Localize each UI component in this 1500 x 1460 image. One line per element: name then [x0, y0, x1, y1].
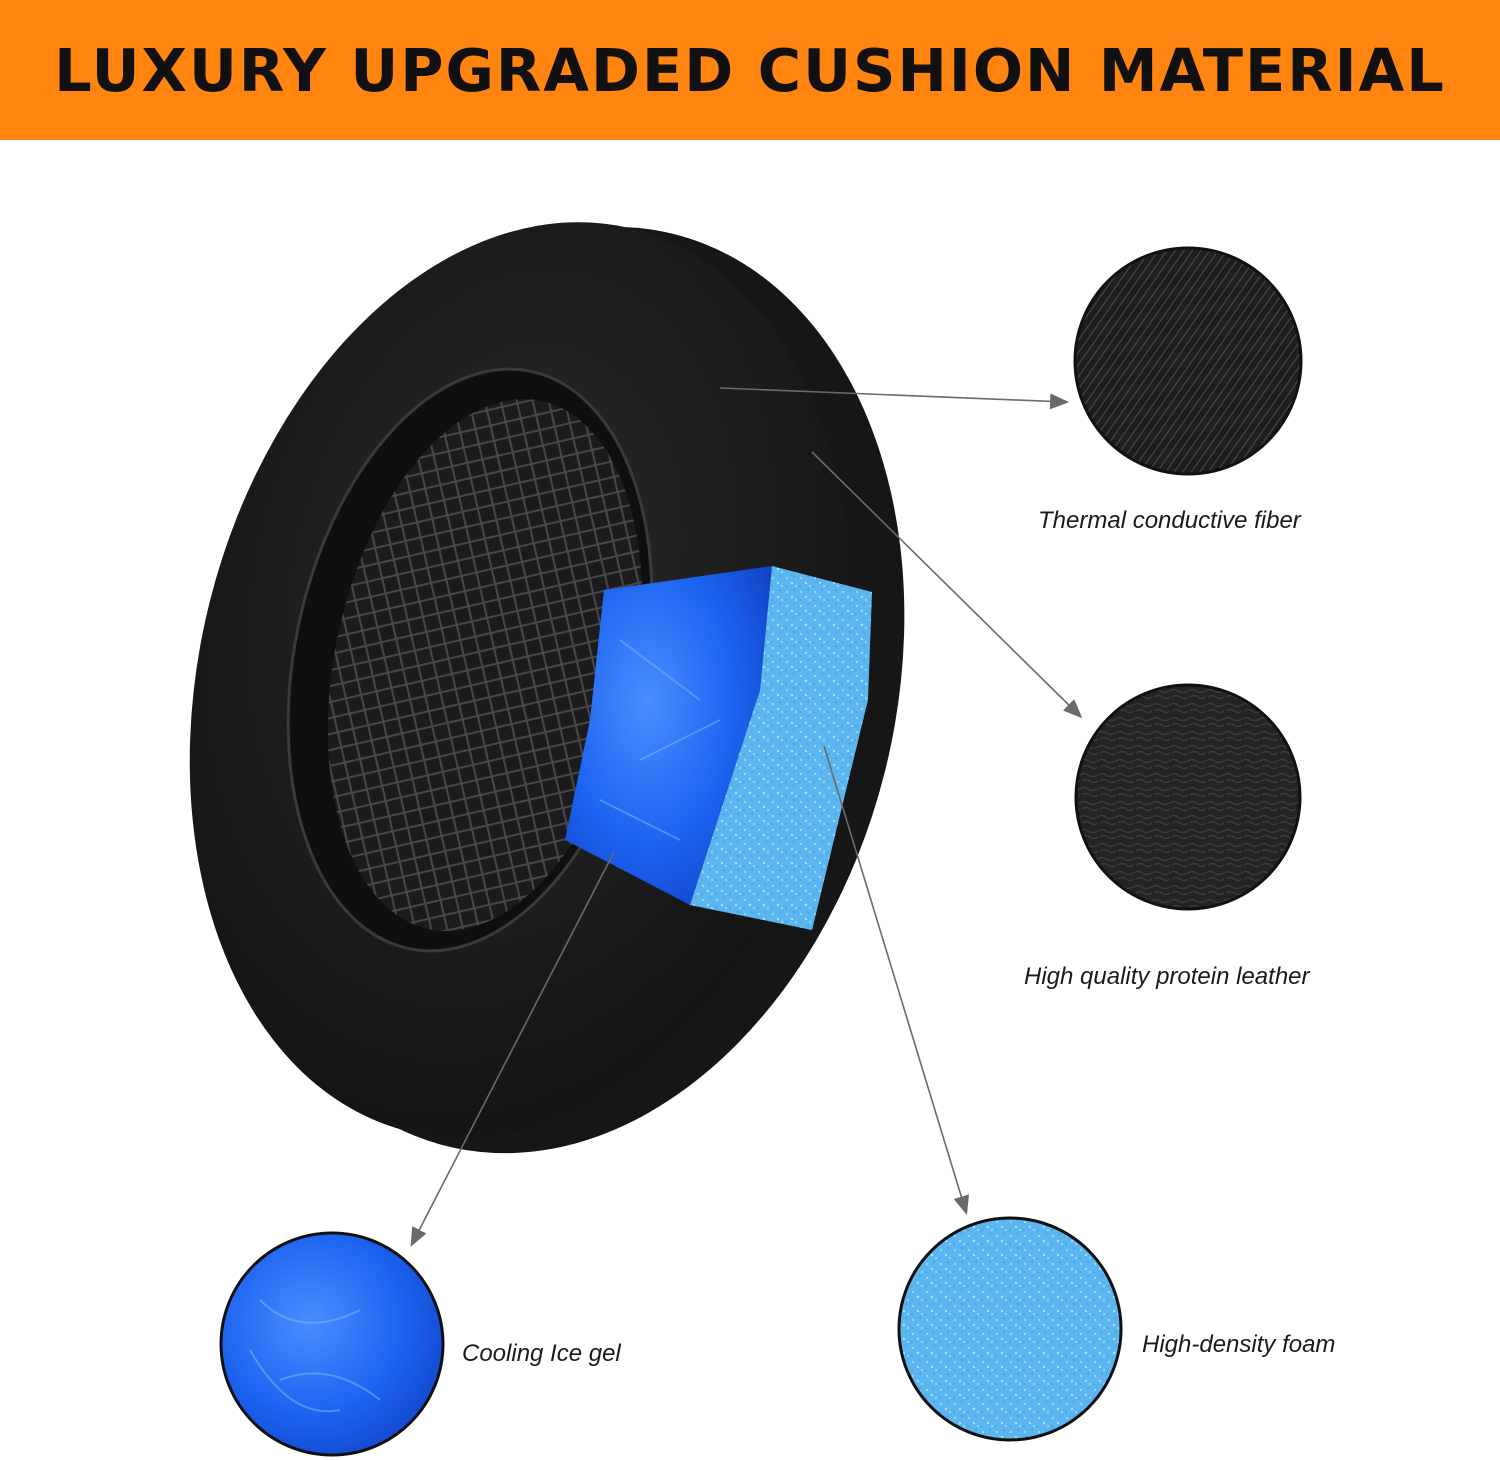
- pointer-leather: [811, 451, 1083, 719]
- leather-swatch: [1074, 683, 1302, 911]
- pointer-lines: [410, 387, 1083, 1247]
- foam-layer: [690, 566, 872, 930]
- ear-cushion: [189, 222, 905, 1154]
- pointer-foam: [823, 745, 969, 1216]
- gel-layer: [565, 566, 772, 905]
- pointer-fiber: [719, 387, 1070, 410]
- gel-swatch: [219, 1231, 445, 1457]
- foam-swatch: [897, 1216, 1123, 1442]
- caption-cooling-gel: Cooling Ice gel: [462, 1340, 621, 1367]
- fiber-swatch: [1073, 246, 1303, 476]
- cushion-cross-section: [565, 566, 872, 930]
- banner-title: LUXURY UPGRADED CUSHION MATERIAL: [54, 35, 1446, 105]
- caption-protein-leather: High quality protein leather: [1024, 963, 1310, 990]
- caption-thermal-fiber: Thermal conductive fiber: [1038, 507, 1301, 534]
- title-banner: LUXURY UPGRADED CUSHION MATERIAL: [0, 0, 1500, 140]
- pointer-gel: [410, 851, 615, 1247]
- caption-high-density-foam: High-density foam: [1142, 1331, 1336, 1358]
